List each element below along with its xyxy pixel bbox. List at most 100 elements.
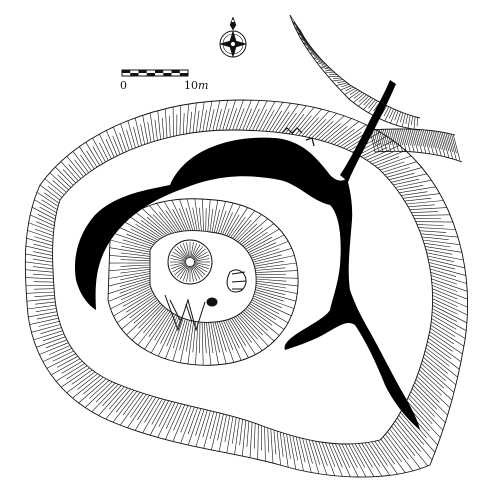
hachure-line xyxy=(262,109,275,132)
hachure-line xyxy=(25,269,54,273)
scale-start-label: 0 xyxy=(120,79,127,92)
hachure-line xyxy=(157,402,176,438)
hachure-line xyxy=(419,369,453,401)
hachure-line xyxy=(207,199,211,232)
hachure-line xyxy=(25,245,53,253)
hachure-line xyxy=(432,130,438,149)
hachure-line xyxy=(278,104,299,133)
hachure-line xyxy=(242,420,247,457)
pit-ray xyxy=(179,265,189,280)
hachure-line xyxy=(451,133,457,154)
hachure-line xyxy=(230,216,246,238)
hachure-line xyxy=(348,90,361,100)
hachure-line xyxy=(414,382,448,416)
hachure-line xyxy=(192,207,198,231)
hachure-line xyxy=(199,207,202,231)
hachure-line xyxy=(178,208,189,231)
hachure-line xyxy=(224,415,231,443)
hachure-line xyxy=(368,100,378,113)
hachure-line xyxy=(108,284,151,302)
hachure-line xyxy=(345,86,354,92)
pit-ray xyxy=(191,243,198,259)
hachure-line xyxy=(254,260,284,267)
hachure-line xyxy=(377,155,412,169)
hachure-line xyxy=(140,220,164,238)
hachure-line xyxy=(286,434,291,459)
hachure-line xyxy=(409,207,447,210)
hachure-line xyxy=(52,350,74,362)
hachure-line xyxy=(186,104,189,134)
hachure-line xyxy=(409,128,415,146)
hachure-line xyxy=(348,443,367,478)
hachure-line xyxy=(113,232,153,247)
pit-ray xyxy=(179,244,189,259)
hachure-line xyxy=(358,94,367,103)
hachure-line xyxy=(49,345,71,355)
hachure-line xyxy=(244,231,268,248)
hachure-line xyxy=(165,403,182,440)
hachure-line xyxy=(249,242,277,255)
hachure-line xyxy=(372,150,406,165)
hachure-line xyxy=(211,413,221,450)
hachure-line xyxy=(215,108,222,131)
hachure-line xyxy=(169,116,171,138)
hachure-line xyxy=(374,156,400,167)
hachure-line xyxy=(241,227,263,245)
hachure-line xyxy=(400,412,436,453)
hachure-line xyxy=(142,115,149,144)
scale-end-value: 10 xyxy=(184,79,198,92)
hachure-line xyxy=(248,305,285,330)
hachure-line xyxy=(51,358,81,376)
hachure-line xyxy=(32,258,53,263)
hachure-line xyxy=(35,308,57,312)
hachure-line xyxy=(305,439,313,464)
hachure-line xyxy=(108,279,151,295)
hachure-line xyxy=(387,431,409,460)
hachure-line xyxy=(55,363,85,382)
hachure-line xyxy=(135,211,166,237)
hachure-line xyxy=(420,233,458,238)
hachure-line xyxy=(26,291,55,294)
hachure-line xyxy=(426,252,464,261)
hachure-line xyxy=(390,109,397,124)
hachure-line xyxy=(432,308,458,322)
hachure-line xyxy=(229,108,237,131)
hachure-line xyxy=(119,277,151,287)
hachure-line xyxy=(125,293,155,313)
hachure-line xyxy=(436,131,442,150)
compass-rose-icon xyxy=(218,16,248,59)
hachure-line xyxy=(386,167,422,178)
hachure-line xyxy=(335,443,351,477)
hachure-line xyxy=(135,224,161,240)
hachure-line xyxy=(288,114,305,135)
hachure-line xyxy=(398,415,425,445)
hachure-line xyxy=(424,353,448,374)
hachure-line xyxy=(407,128,415,153)
hachure-line xyxy=(142,208,170,235)
hachure-line xyxy=(430,328,455,345)
hachure-line xyxy=(430,130,438,156)
hachure-line xyxy=(224,204,241,236)
hachure-line xyxy=(62,169,77,184)
hachure-line xyxy=(185,207,194,231)
hachure-line xyxy=(38,321,60,327)
hachure-line xyxy=(384,107,392,122)
hachure-line xyxy=(336,82,348,86)
hachure-line xyxy=(185,320,192,352)
hachure-line xyxy=(95,382,116,403)
hachure-line xyxy=(301,117,320,137)
hachure-line xyxy=(327,126,348,143)
hachure-line xyxy=(109,387,128,410)
hachure-line xyxy=(309,52,321,60)
hachure-line xyxy=(431,278,468,292)
hachure-line xyxy=(29,317,59,325)
hachure-line xyxy=(246,421,250,447)
hachure-line xyxy=(219,321,235,363)
hachure-line xyxy=(234,219,252,240)
pit-ray xyxy=(191,265,201,280)
hachure-line xyxy=(380,438,406,473)
hachure-line xyxy=(220,202,234,235)
hachure-line xyxy=(157,315,178,357)
hachure-line xyxy=(151,399,166,425)
hachure-line xyxy=(422,360,446,382)
